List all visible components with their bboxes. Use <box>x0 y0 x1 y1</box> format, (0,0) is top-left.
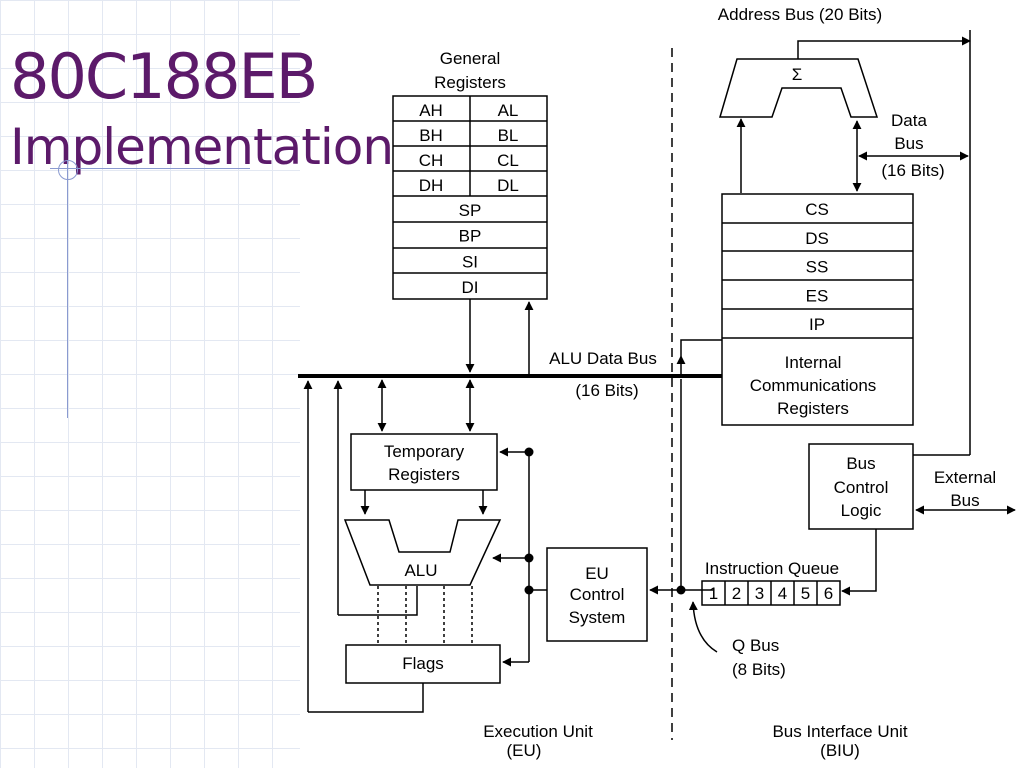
q-bus-pointer <box>688 601 718 653</box>
instruction-queue-block <box>701 580 841 606</box>
temporary-registers-label-line2: Registers <box>388 465 460 484</box>
address-bus-label: Address Bus (20 Bits) <box>718 5 882 24</box>
general-registers-block <box>392 95 548 300</box>
eu-control-label-line3: System <box>569 608 626 627</box>
temp-to-alu-arrows <box>360 490 488 515</box>
register-ip: IP <box>809 315 825 334</box>
flags-label: Flags <box>402 654 444 673</box>
register-bl: BL <box>498 126 519 145</box>
address-bus-line <box>797 30 971 456</box>
register-bp: BP <box>459 227 482 246</box>
instruction-queue-label: Instruction Queue <box>705 559 839 578</box>
internal-comm-label-line2: Communications <box>750 376 877 395</box>
alu-label: ALU <box>404 561 437 580</box>
register-ah: AH <box>419 101 443 120</box>
eu-control-label-line2: Control <box>570 585 625 604</box>
slide-background-grid <box>0 0 300 768</box>
register-cs: CS <box>805 200 829 219</box>
temporary-registers-label-line1: Temporary <box>384 442 465 461</box>
data-bus-label-line1: Data <box>891 111 927 130</box>
bus-control-label-line3: Logic <box>841 501 882 520</box>
alu-data-bus-bits-label: (16 Bits) <box>575 381 638 400</box>
q-bus-label-line2: (8 Bits) <box>732 660 786 679</box>
data-bus-label-line2: Bus <box>894 134 923 153</box>
external-bus-label-line2: Bus <box>950 491 979 510</box>
alu-data-bus-label: ALU Data Bus <box>549 349 657 368</box>
bus-control-to-queue-line <box>841 529 877 596</box>
internal-comm-label-line3: Registers <box>777 399 849 418</box>
data-bus-lines <box>736 118 969 193</box>
general-registers-label-line2: Registers <box>434 73 506 92</box>
eu-control-label-line1: EU <box>585 564 609 583</box>
execution-unit-label-line2: (EU) <box>507 741 542 760</box>
register-si: SI <box>462 252 478 271</box>
register-al: AL <box>498 101 519 120</box>
eu-control-system-block <box>546 547 648 642</box>
junction-dots <box>524 447 686 595</box>
bus-control-logic-block <box>808 443 914 530</box>
register-di: DI <box>462 278 479 297</box>
title-circle-ornament <box>58 160 78 180</box>
register-sp: SP <box>459 201 482 220</box>
queue-slot-5: 5 <box>801 584 810 603</box>
internal-comm-label-line1: Internal <box>785 353 842 372</box>
general-registers-label-line1: General <box>440 49 500 68</box>
title-rule-vertical <box>67 160 68 418</box>
register-bus-connections <box>303 299 722 712</box>
queue-slot-2: 2 <box>732 584 741 603</box>
register-es: ES <box>806 286 829 305</box>
title-rule-horizontal <box>50 168 250 169</box>
alu-flag-dotted-lines <box>377 586 473 644</box>
queue-slot-1: 1 <box>709 584 718 603</box>
address-adder-sigma: Σ <box>792 65 803 84</box>
queue-slot-6: 6 <box>824 584 833 603</box>
queue-slot-3: 3 <box>755 584 764 603</box>
register-ch: CH <box>419 151 444 170</box>
register-bh: BH <box>419 126 443 145</box>
data-bus-label-line3: (16 Bits) <box>881 161 944 180</box>
bus-control-label-line1: Bus <box>846 454 875 473</box>
bus-interface-unit-label-line1: Bus Interface Unit <box>772 722 907 741</box>
execution-unit-label-line1: Execution Unit <box>483 722 593 741</box>
register-ds: DS <box>805 229 829 248</box>
segment-registers-block <box>721 193 914 426</box>
queue-slot-4: 4 <box>778 584 787 603</box>
slide-title: 80C188EB <box>10 40 318 113</box>
bus-control-label-line2: Control <box>834 478 889 497</box>
q-bus-label-line1: Q Bus <box>732 636 779 655</box>
external-bus-label-line1: External <box>934 468 996 487</box>
register-dl: DL <box>497 176 519 195</box>
alu-outputs <box>338 586 418 616</box>
register-dh: DH <box>419 176 444 195</box>
temporary-registers-block <box>350 433 498 491</box>
flags-feedback-line <box>308 683 424 713</box>
register-ss: SS <box>806 258 829 277</box>
address-adder <box>718 58 879 118</box>
bus-interface-unit-label-line2: (BIU) <box>820 741 860 760</box>
alu-shape <box>343 519 502 586</box>
register-cl: CL <box>497 151 519 170</box>
